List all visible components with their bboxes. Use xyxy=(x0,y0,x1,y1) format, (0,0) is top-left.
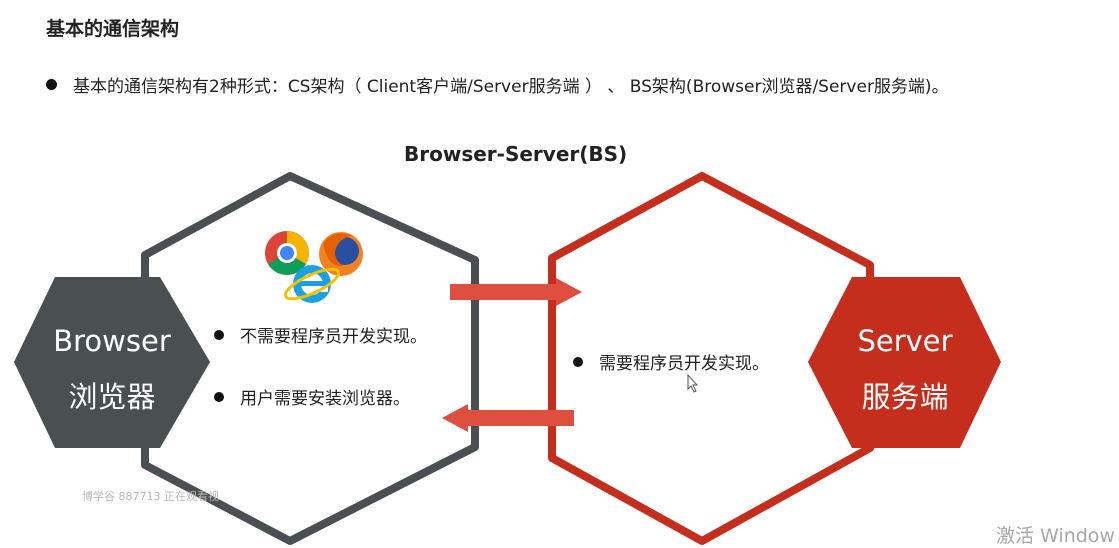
browser-point: 用户需要安装浏览器。 xyxy=(214,384,410,409)
activate-windows-text: 激活 Window xyxy=(996,525,1115,547)
browser-hexagon xyxy=(14,277,210,448)
browser-outline-hexagon xyxy=(141,172,479,545)
server-label-en: Server xyxy=(857,324,953,358)
browser-label-cn: 浏览器 xyxy=(68,380,156,414)
intro-bullet: 基本的通信架构有2种形式：CS架构（ Client客户端/Server服务端 ）… xyxy=(46,72,949,97)
browser-hexagon-label: Browser 浏览器 xyxy=(12,313,212,425)
firefox-icon xyxy=(319,232,363,276)
bullet-dot xyxy=(214,330,224,340)
page-title: 基本的通信架构 xyxy=(46,18,180,40)
server-outline-hexagon xyxy=(548,172,874,545)
ie-icon xyxy=(283,265,341,303)
browser-point-text: 用户需要安装浏览器。 xyxy=(240,389,410,409)
server-hexagon-label: Server 服务端 xyxy=(805,313,1005,425)
diagram-title: Browser-Server(BS) xyxy=(404,142,628,166)
bullet-dot xyxy=(46,79,57,90)
watermark-text: 博学谷 887713 正在观看视 xyxy=(82,490,219,503)
mouse-cursor-icon xyxy=(687,373,699,393)
response-arrow xyxy=(442,404,574,432)
server-hexagon xyxy=(808,277,1001,448)
server-label-cn: 服务端 xyxy=(861,380,949,414)
server-point-text: 需要程序员开发实现。 xyxy=(599,354,769,374)
browser-label-en: Browser xyxy=(53,324,171,358)
bullet-dot xyxy=(573,357,583,367)
browser-point: 不需要程序员开发实现。 xyxy=(214,322,427,347)
server-point: 需要程序员开发实现。 xyxy=(573,349,769,374)
chrome-icon xyxy=(265,231,309,275)
browser-point-text: 不需要程序员开发实现。 xyxy=(240,327,427,347)
request-arrow xyxy=(450,278,582,306)
intro-bullet-text: 基本的通信架构有2种形式：CS架构（ Client客户端/Server服务端 ）… xyxy=(73,77,949,97)
bullet-dot xyxy=(214,392,224,402)
